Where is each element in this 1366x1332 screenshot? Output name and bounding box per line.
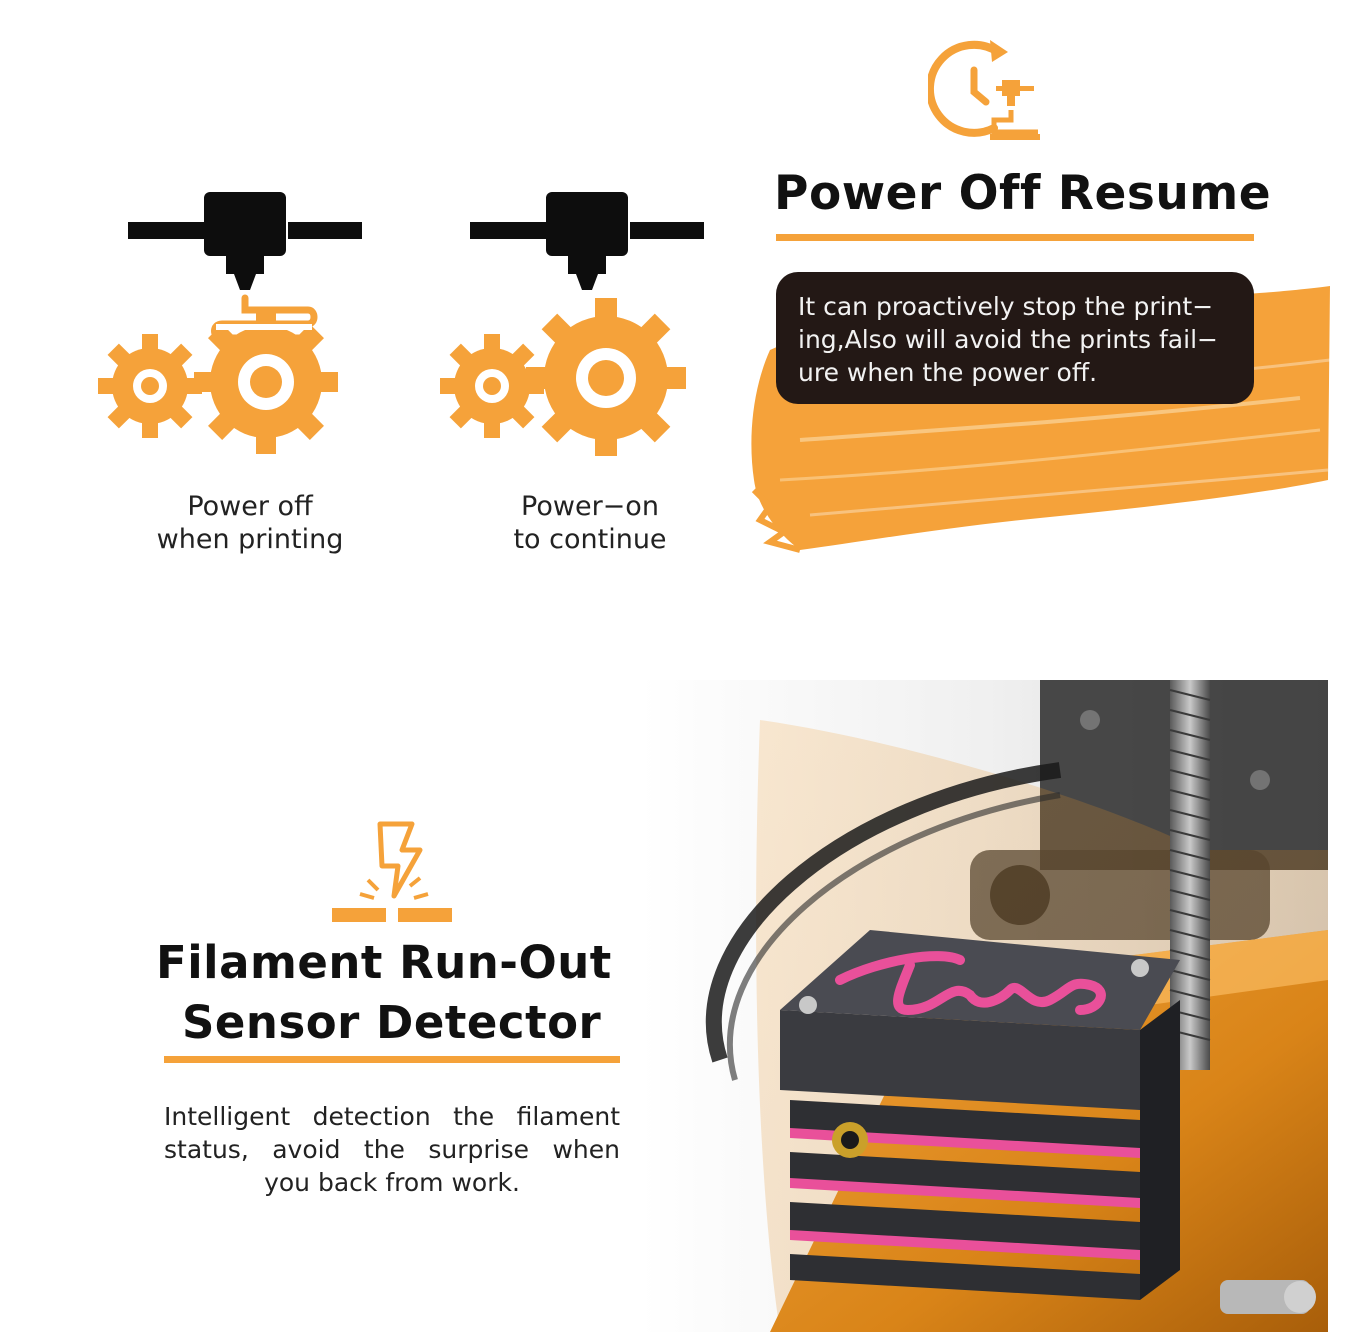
clock-printer-resume-icon <box>928 40 1040 140</box>
printhead-gears-resume-icon <box>440 192 704 456</box>
step-caption-line: when printing <box>156 524 344 555</box>
lightning-sensor-icon <box>332 821 452 922</box>
description-line: you back from work. <box>264 1168 520 1197</box>
step-caption-line: Power off <box>187 491 313 522</box>
description-line: ing,Also will avoid the prints fail− <box>798 325 1218 354</box>
description-line: ure when the power off. <box>798 358 1098 387</box>
filament-sensor-title-line-2: Sensor Detector <box>182 996 602 1049</box>
step-caption-line: Power−on <box>521 491 659 522</box>
filament-sensor-module-photo <box>640 680 1328 1332</box>
printhead-gears-paused-icon <box>98 192 362 454</box>
description-line: status, avoid the surprise when <box>164 1135 620 1164</box>
step-caption-line: to continue <box>513 524 667 555</box>
filament-sensor-title-line-1: Filament Run-Out <box>156 936 612 989</box>
step-caption-power-off: Power off when printing <box>130 490 370 556</box>
title-underline <box>776 234 1254 241</box>
filament-sensor-section: Filament Run-Out Sensor Detector Intelli… <box>0 640 1366 1332</box>
step-caption-power-on: Power−on to continue <box>470 490 710 556</box>
power-off-resume-title: Power Off Resume <box>774 166 1272 221</box>
power-off-resume-description: It can proactively stop the print− ing,A… <box>776 272 1254 404</box>
description-line: It can proactively stop the print− <box>798 292 1214 321</box>
description-line: Intelligent detection the filament <box>164 1102 620 1131</box>
title-underline <box>164 1056 620 1063</box>
filament-sensor-description: Intelligent detection the filament statu… <box>164 1100 620 1199</box>
power-off-resume-section: Power off when printing Power−on to cont… <box>0 0 1366 640</box>
